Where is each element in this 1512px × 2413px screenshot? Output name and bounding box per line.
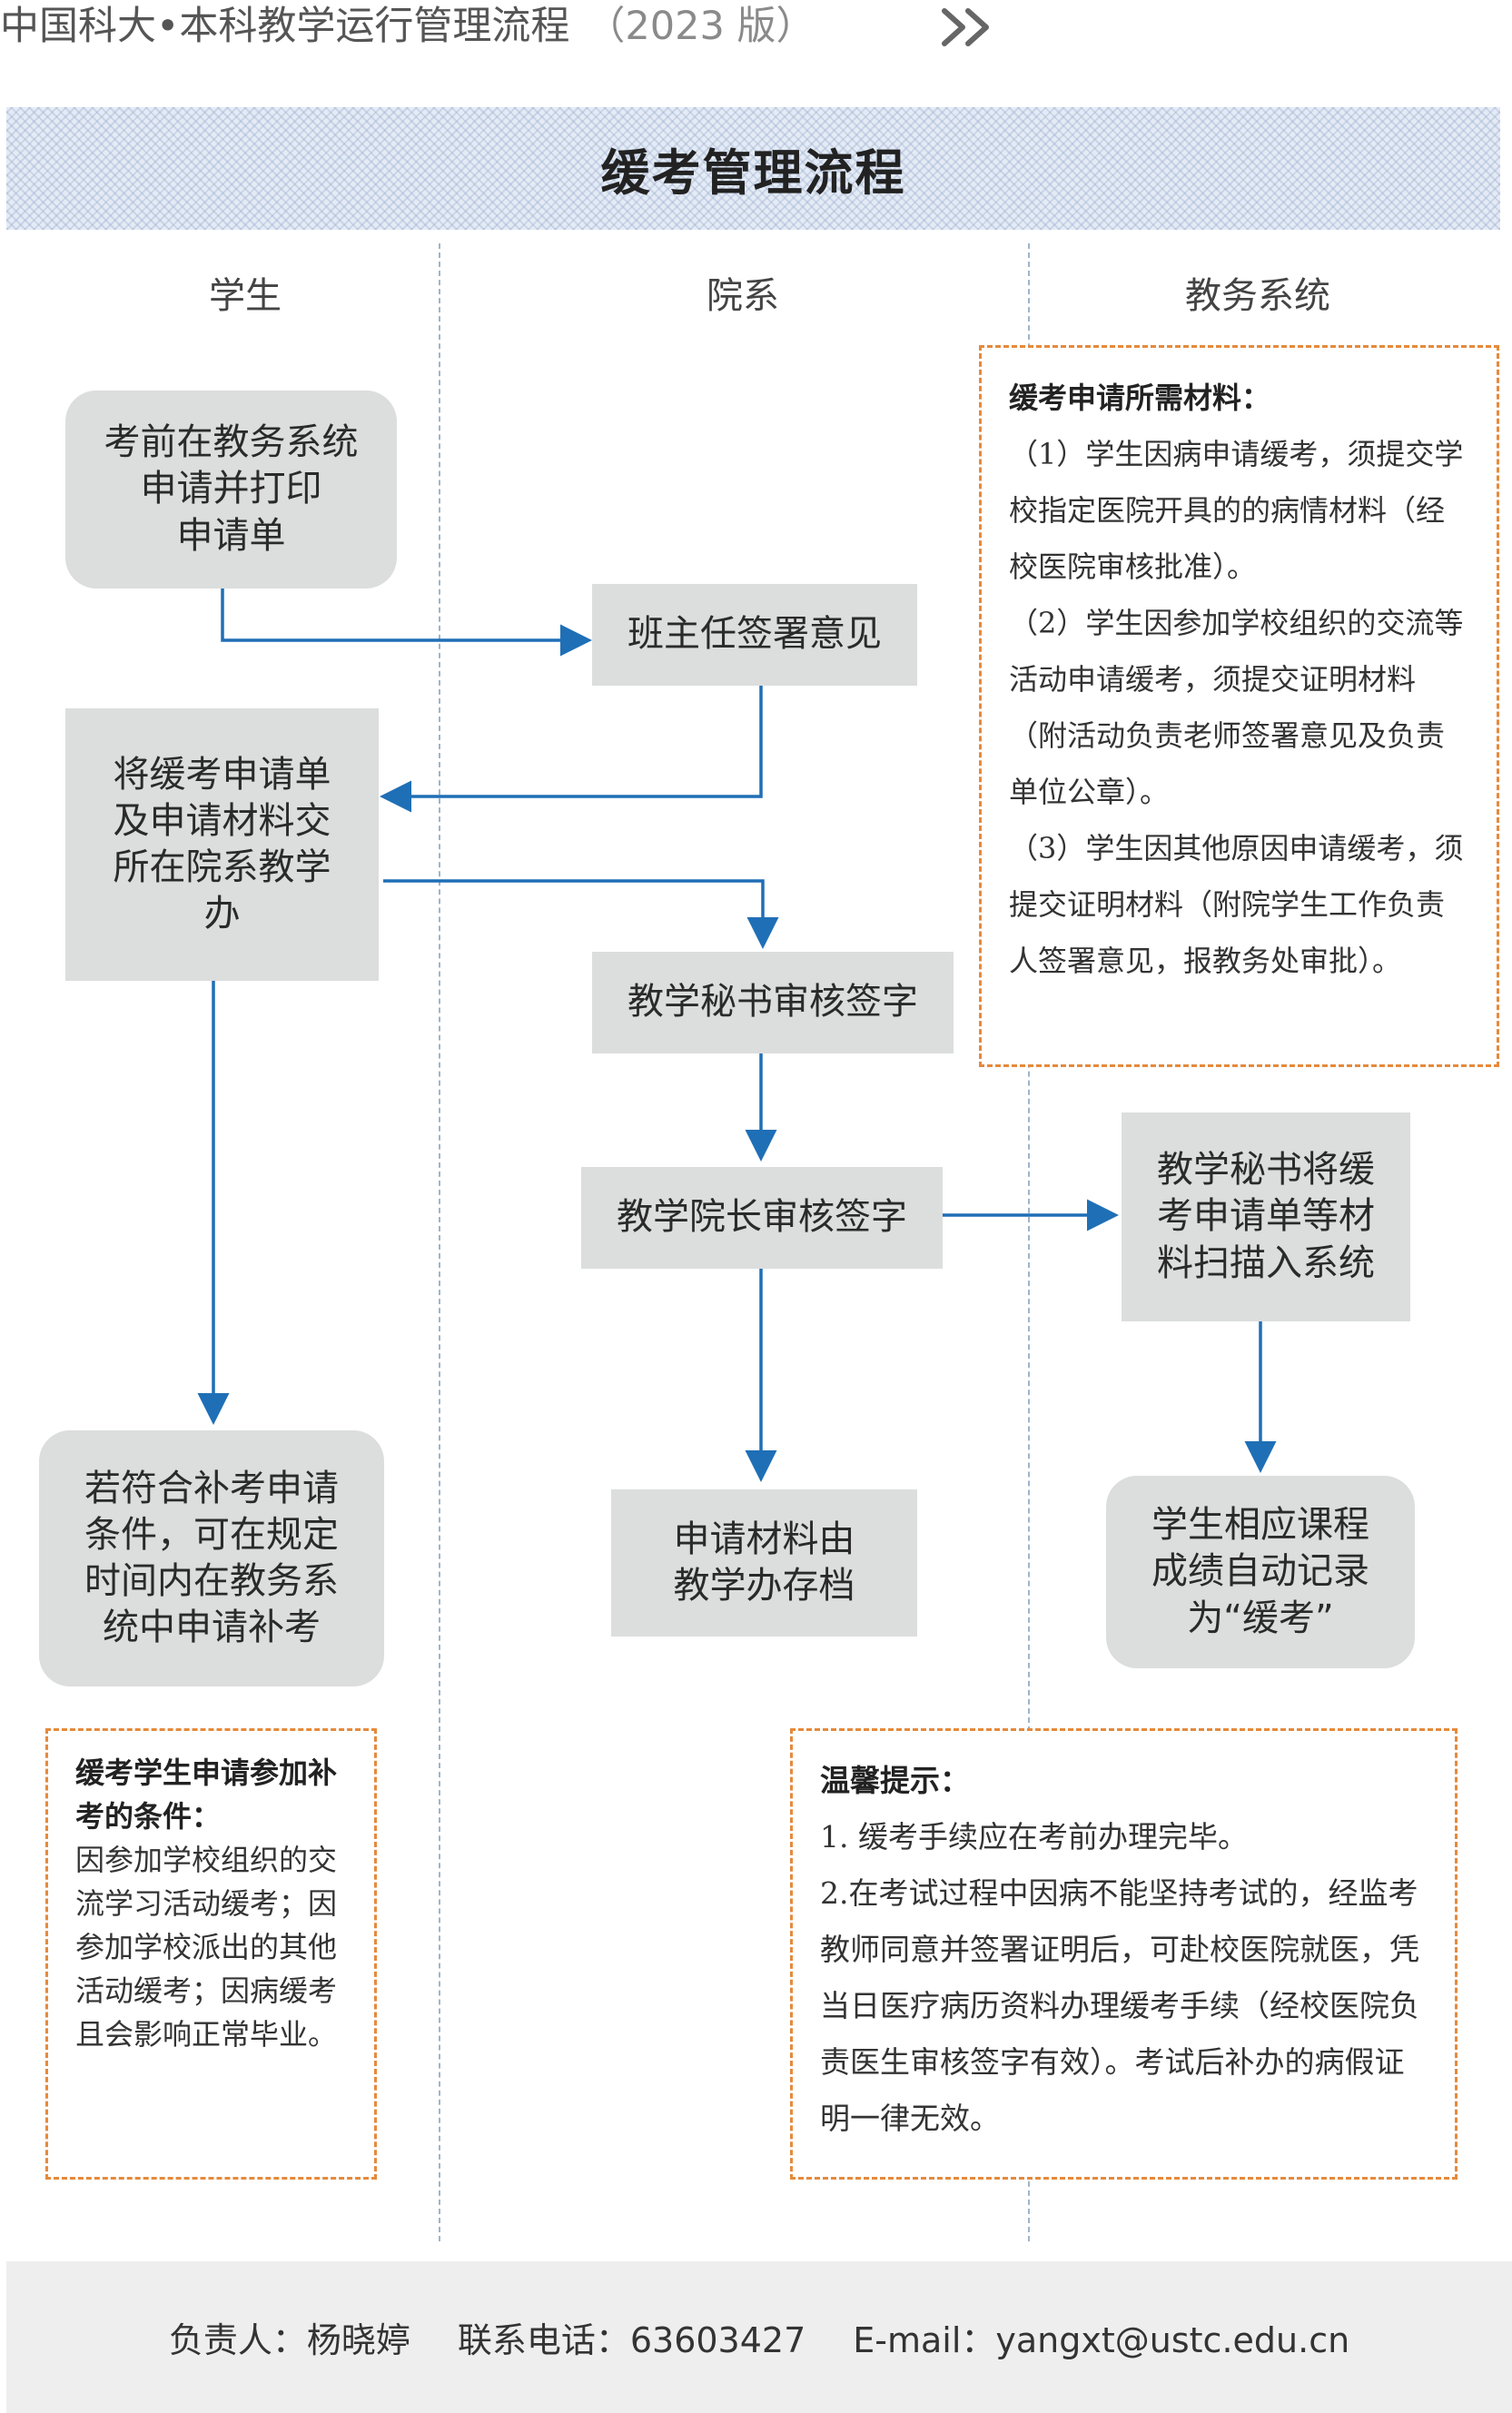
step-secretary-review: 教学秘书审核签字: [592, 952, 954, 1053]
step-submit-materials: 将缓考申请单 及申请材料交 所在院系教学 办: [65, 708, 379, 981]
lane-divider-left: [439, 243, 440, 2241]
series-title-text: 中国科大•本科教学运行管理流程: [0, 4, 570, 49]
edition-label: （2023 版）: [586, 4, 815, 49]
note-tips-title: 温馨提示：: [820, 1763, 970, 1798]
lane-header-academic-system: 教务系统: [1185, 275, 1330, 317]
contact-email: E-mail：yangxt@ustc.edu.cn: [853, 2320, 1350, 2360]
double-chevron-right-icon: [935, 0, 1008, 54]
arrow-apply-to-class-teacher: [221, 588, 592, 657]
step-archive: 申请材料由 教学办存档: [611, 1489, 917, 1637]
note-required-materials-title: 缓考申请所需材料：: [1009, 381, 1271, 415]
step-scan-to-system: 教学秘书将缓 考申请单等材 料扫描入系统: [1122, 1113, 1410, 1321]
note-makeup-conditions: 缓考学生申请参加补考的条件： 因参加学校组织的交流学习活动缓考；因参加学校派出的…: [45, 1728, 377, 2180]
diagram-title: 缓考管理流程: [600, 144, 906, 202]
note-material-item: （1）学生因病申请缓考，须提交学校指定医院开具的的病情材料（经校医院审核批准）。: [1009, 437, 1464, 584]
series-title: 中国科大•本科教学运行管理流程 （2023 版）: [0, 2, 815, 51]
contact-footer: 负责人：杨晓婷 联系电话：63603427 E-mail：yangxt@ustc…: [6, 2261, 1512, 2413]
note-tips: 温馨提示： 1. 缓考手续应在考前办理完毕。 2.在考试过程中因病不能坚持考试的…: [790, 1728, 1458, 2180]
note-required-materials: 缓考申请所需材料： （1）学生因病申请缓考，须提交学校指定医院开具的的病情材料（…: [979, 345, 1499, 1067]
note-makeup-conditions-title: 缓考学生申请参加补考的条件：: [75, 1755, 338, 1834]
note-makeup-conditions-body: 因参加学校组织的交流学习活动缓考；因参加学校派出的其他活动缓考；因病缓考且会影响…: [75, 1843, 338, 2052]
arrow-class-teacher-to-submit: [380, 686, 763, 813]
lane-header-department: 院系: [707, 275, 779, 317]
diagram-banner: 缓考管理流程: [6, 107, 1500, 230]
step-class-teacher-sign: 班主任签署意见: [592, 584, 917, 686]
contact-phone: 联系电话：63603427: [457, 2320, 806, 2360]
lane-divider-right: [1028, 243, 1030, 2241]
step-record-deferred: 学生相应课程 成绩自动记录 为“缓考”: [1106, 1476, 1415, 1668]
arrow-submit-to-secretary: [383, 879, 779, 949]
step-apply-online: 考前在教务系统 申请并打印 申请单: [65, 391, 397, 588]
note-tip-item: 1. 缓考手续应在考前办理完毕。: [820, 1819, 1248, 1854]
contact-person: 负责人：杨晓婷: [168, 2320, 410, 2360]
note-tip-item: 2.在考试过程中因病不能坚持考试的，经监考教师同意并签署证明后，可赴校医院就医，…: [820, 1875, 1419, 2136]
step-dean-review: 教学院长审核签字: [581, 1167, 943, 1269]
note-material-item: （2）学生因参加学校组织的交流等活动申请缓考，须提交证明材料（附活动负责老师签署…: [1009, 606, 1464, 809]
step-apply-makeup: 若符合补考申请 条件，可在规定 时间内在教务系 统中申请补考: [39, 1430, 384, 1686]
note-material-item: （3）学生因其他原因申请缓考，须提交证明材料（附院学生工作负责人签署意见，报教务…: [1009, 831, 1464, 978]
lane-header-student: 学生: [209, 275, 282, 317]
